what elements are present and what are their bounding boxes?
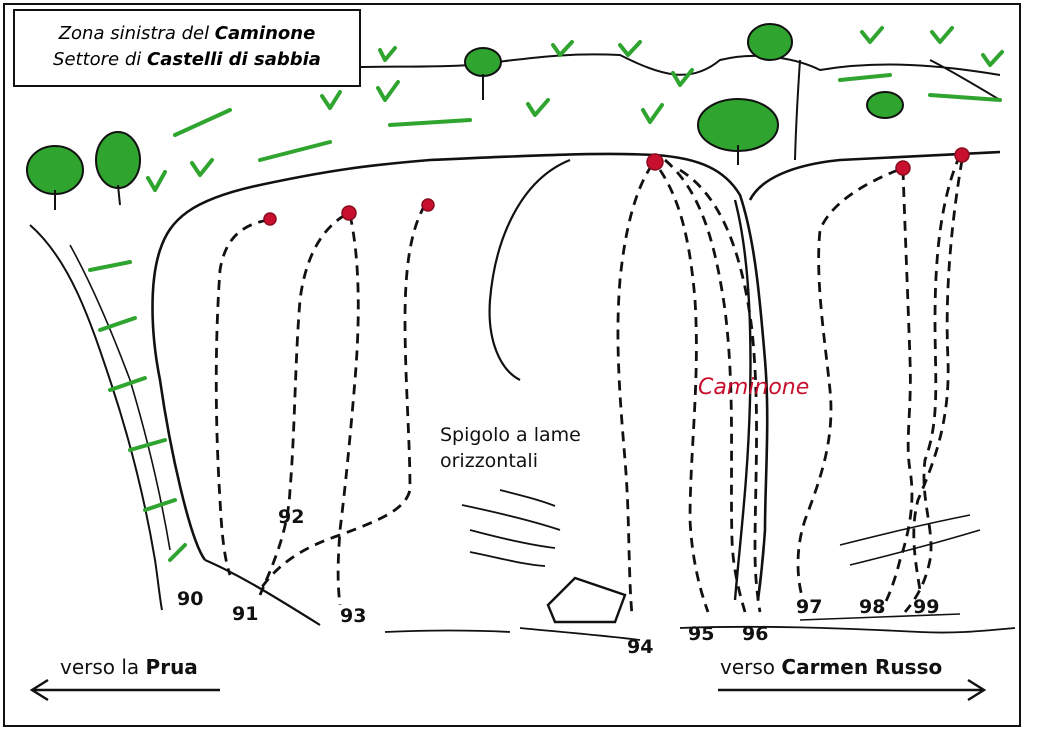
horizon-line-2 — [794, 59, 801, 161]
route-line-97 — [796, 168, 899, 601]
grass-tuft-icon — [258, 140, 332, 162]
arete-label-line-2: orizzontali — [440, 450, 538, 472]
left-slope-2 — [69, 244, 171, 551]
sketch-frame — [3, 3, 1021, 727]
anchor-icon — [895, 160, 911, 176]
tree-icon — [866, 91, 904, 119]
title-line-1: Zona sinistra del Caminone — [58, 23, 316, 44]
direction-right-label: verso Carmen Russo — [720, 655, 943, 679]
anchor-icon — [954, 147, 970, 163]
route-line-98 — [878, 169, 914, 613]
blade-mark-5 — [839, 514, 971, 546]
grass-tuft-icon — [671, 68, 694, 87]
blade-mark — [461, 504, 561, 531]
grass-tuft-icon — [143, 498, 177, 512]
arrow-right-icon — [718, 678, 987, 702]
route-number-92: 92 — [278, 506, 305, 528]
grass-tuft-icon — [190, 158, 214, 177]
tree-icon — [26, 145, 84, 210]
route-line-90 — [214, 218, 269, 576]
route-number-91: 91 — [232, 603, 259, 625]
route-number-93: 93 — [340, 605, 367, 627]
route-number-98: 98 — [859, 596, 886, 618]
route-number-90: 90 — [177, 588, 204, 610]
blade-mark-4 — [499, 489, 556, 507]
route-line-92b — [258, 204, 427, 591]
anchor-icon — [341, 205, 357, 221]
route-line-99 — [903, 154, 962, 613]
grass-tuft-icon — [618, 40, 642, 57]
trees — [26, 23, 904, 210]
rock-outline — [151, 152, 769, 601]
grass-tuft-icon — [320, 90, 342, 110]
grass-tuft-icon — [930, 26, 954, 44]
title-line-2: Settore di Castelli di sabbia — [53, 49, 321, 70]
grass-tuft-icon — [168, 543, 187, 562]
route-number-99: 99 — [913, 596, 940, 618]
grass-tuft-icon — [376, 80, 400, 102]
rock-arc-2 — [204, 558, 321, 626]
grass-tuft-icon — [551, 40, 574, 57]
grass-tuft-icon — [173, 108, 232, 137]
grass-tuft-icon — [388, 118, 472, 127]
tree-icon — [464, 47, 502, 100]
blade-mark-3 — [469, 551, 546, 567]
grass-tuft-icon — [98, 316, 137, 332]
chimney-label: Caminone — [698, 375, 810, 400]
route-number-96: 96 — [742, 623, 769, 645]
route-number-94: 94 — [627, 636, 654, 658]
anchors — [263, 147, 970, 226]
horizon-line-3 — [929, 59, 1001, 101]
left-slope — [29, 224, 163, 611]
route-lines — [214, 154, 964, 616]
route-line-91 — [250, 220, 270, 330]
tree-icon — [95, 131, 141, 206]
route-line-94 — [616, 164, 654, 616]
anchor-icon — [646, 153, 664, 171]
tree-icon — [697, 98, 779, 165]
direction-left-label: verso la Prua — [60, 655, 198, 679]
route-line-99b — [912, 159, 964, 591]
grass-tuft-icon — [526, 98, 550, 117]
grass-tuft-icon — [108, 376, 147, 392]
anchor-icon — [421, 198, 435, 212]
ground-line-4 — [799, 613, 961, 621]
ground-line-3 — [679, 625, 1016, 634]
horizon-line — [229, 53, 1001, 81]
grass-tuft-icon — [88, 260, 132, 272]
sector-title: Zona sinistra del Caminone Settore di Ca… — [13, 9, 361, 87]
arete-label-line-1: Spigolo a lame — [440, 424, 581, 446]
grass-tuft-icon — [641, 103, 664, 124]
blade-mark-2 — [469, 529, 556, 549]
ground-line — [384, 629, 511, 633]
route-line-93 — [336, 214, 360, 606]
grass-tuft-icon — [860, 26, 884, 44]
grass-tuft-icon — [146, 170, 167, 192]
route-number-97: 97 — [796, 596, 823, 618]
arrow-left-icon — [29, 678, 220, 702]
tree-icon — [747, 23, 793, 61]
anchor-icon — [263, 212, 277, 226]
grass-tuft-icon — [128, 438, 167, 452]
blade-mark-6 — [849, 529, 981, 566]
route-line-95 — [658, 169, 710, 613]
grass-tuft-icon — [981, 50, 1004, 67]
boulder — [546, 576, 627, 624]
rock-arc — [488, 158, 571, 381]
arete-label: Spigolo a lame orizzontali — [440, 422, 581, 474]
grass-tufts — [88, 26, 1004, 562]
route-line-96a — [664, 158, 747, 613]
grass-tuft-icon — [378, 46, 397, 62]
route-line-92 — [258, 213, 346, 596]
ground-line-2 — [519, 627, 641, 641]
grass-tuft-icon — [928, 93, 1002, 102]
chimney-left-edge — [733, 199, 752, 601]
route-number-95: 95 — [688, 623, 715, 645]
grass-tuft-icon — [838, 73, 892, 82]
